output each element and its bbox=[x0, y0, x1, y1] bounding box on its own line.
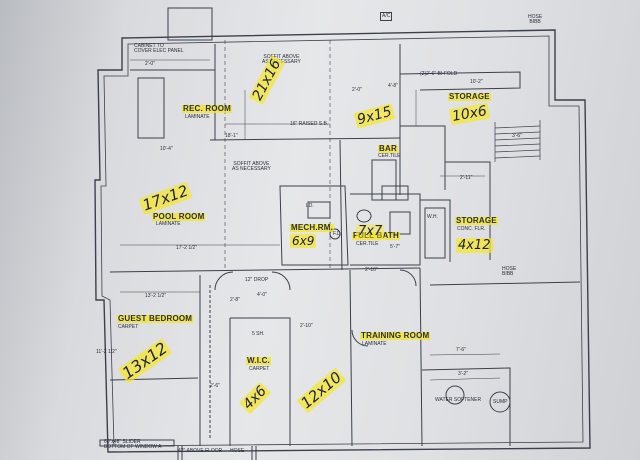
room-training-room: TRAINING ROOM bbox=[360, 331, 431, 340]
ac-label: A/C bbox=[380, 12, 393, 21]
room-storage-right-floor: CONC. FLR. bbox=[457, 226, 486, 232]
water-softener-note: WATER SOFTENER bbox=[435, 397, 482, 403]
dim-2: 18'-1" bbox=[225, 133, 238, 139]
dim-6: 17'-2 1/2" bbox=[176, 245, 198, 251]
drop-note: 12" DROP bbox=[245, 277, 269, 283]
dim-16: 11'-2 1/2" bbox=[96, 349, 117, 355]
room-wic: W.I.C. bbox=[246, 356, 271, 365]
room-guest-bedroom-floor: CARPET bbox=[118, 324, 139, 330]
dim-14: 10'-4" bbox=[160, 146, 173, 152]
room-bar-floor: CER.TILE bbox=[378, 153, 401, 159]
floor-drain-note: F.D. bbox=[333, 231, 342, 237]
raised-sb-note: 16" RAISED S.B. bbox=[290, 121, 329, 127]
room-mech-rm: MECH.RM. bbox=[290, 223, 335, 232]
handwritten-mech-rm-size: 6x9 bbox=[290, 234, 317, 248]
room-pool-room-floor: LAMINATE bbox=[156, 221, 181, 227]
dim-9: 2'-10" bbox=[365, 267, 378, 273]
dim-4: 4'-8" bbox=[388, 83, 398, 89]
hose-bibb-right-note: HOSE BIBB bbox=[502, 266, 517, 277]
dim-13: 2'-11" bbox=[460, 175, 473, 181]
room-full-bath: FULL BATH bbox=[352, 231, 400, 240]
room-bar: BAR bbox=[378, 144, 398, 153]
slider-note: 60"x48" SLIDER BOTTOM OF WINDOW A bbox=[104, 439, 162, 450]
dim-10: 7'-6" bbox=[456, 347, 466, 353]
room-guest-bedroom: GUEST BEDROOM bbox=[117, 314, 194, 323]
room-full-bath-floor: CER.TILE bbox=[356, 241, 379, 247]
dim-15: 3'-6" bbox=[512, 133, 522, 139]
hose-note: HOSE bbox=[230, 448, 245, 454]
room-storage-top: STORAGE bbox=[448, 92, 491, 101]
dim-11: 2'-8" bbox=[230, 297, 240, 303]
room-pool-room: POOL ROOM bbox=[152, 212, 206, 221]
above-floor-note: 42" ABOVE FLOOR bbox=[178, 448, 223, 454]
shower-note: 5 SH. bbox=[252, 331, 265, 337]
room-wic-floor: CARPET bbox=[249, 366, 270, 372]
dim-3: 2'-0" bbox=[352, 87, 362, 93]
hose-bibb-label: HOSE BIBB bbox=[528, 14, 543, 25]
sump-note: SUMP bbox=[493, 399, 508, 405]
dim-1: 2'-0" bbox=[145, 61, 155, 67]
bifold-note: (2)2'-6" BI-FOLD bbox=[420, 71, 458, 77]
room-storage-right: STORAGE bbox=[455, 216, 498, 225]
handwritten-storage-right-size: 4x12 bbox=[456, 238, 493, 253]
water-heater-note: W.H. bbox=[427, 214, 438, 220]
dim-12: 4'-0" bbox=[257, 292, 267, 298]
room-training-room-floor: LAMINATE bbox=[362, 341, 387, 347]
dim-8: 2'-10" bbox=[300, 323, 313, 329]
dim-5: 10'-2" bbox=[470, 79, 483, 85]
dim-17: 5'-7" bbox=[390, 244, 400, 250]
dim-18: 2'-6" bbox=[210, 383, 220, 389]
soffit-note-mid: SOFFIT ABOVE AS NECESSARY bbox=[232, 161, 271, 172]
room-rec-room-floor: LAMINATE bbox=[185, 114, 210, 120]
ld-note: LD. bbox=[306, 203, 314, 209]
room-rec-room: REC. ROOM bbox=[182, 104, 233, 113]
cabinet-note: CABINET TO COVER ELEC PANEL bbox=[134, 43, 184, 54]
handwritten-full-bath-size: 7x7 bbox=[356, 224, 385, 239]
dim-19: 3'-2" bbox=[458, 371, 468, 377]
dim-7: 13'-2 1/2" bbox=[145, 293, 167, 299]
